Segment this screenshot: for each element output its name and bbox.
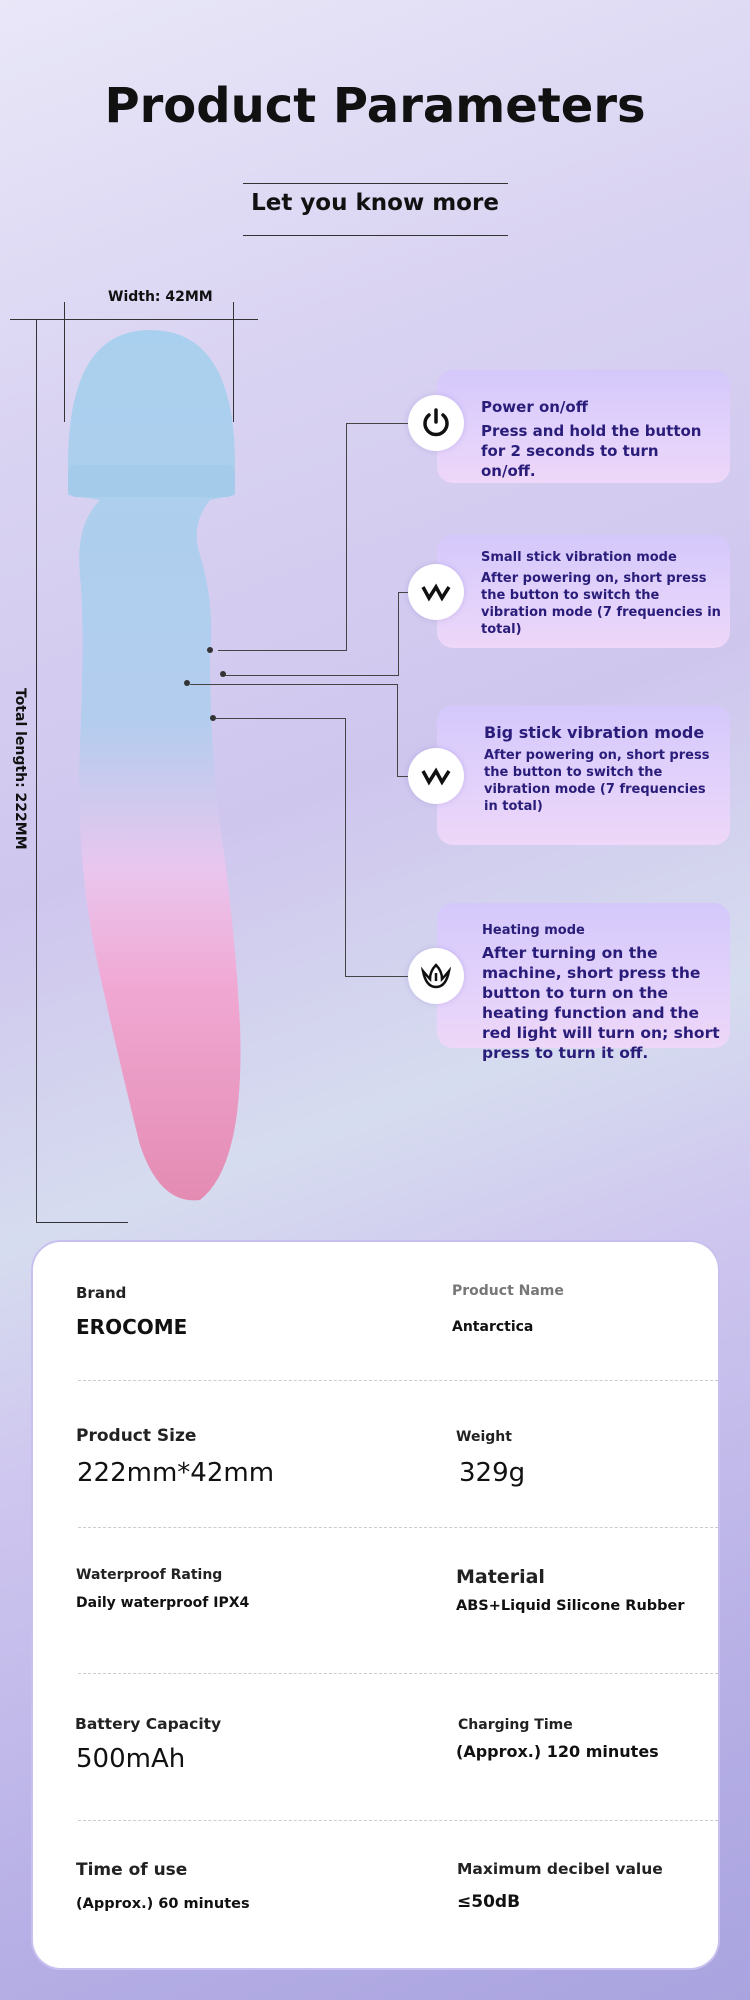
spec-value: ABS+Liquid Silicone Rubber [456, 1598, 685, 1614]
feature-text: Press and hold the button for 2 seconds … [481, 422, 702, 480]
spec-label: Material [456, 1566, 545, 1588]
spec-value: 329g [459, 1458, 526, 1488]
divider [243, 235, 508, 236]
spec-label: Product Name [452, 1283, 564, 1299]
subtitle: Let you know more [251, 190, 499, 216]
feature-title: Small stick vibration mode [481, 550, 677, 565]
width-tick [64, 302, 65, 422]
spec-label: Weight [456, 1429, 512, 1445]
width-dimension-line [10, 319, 258, 320]
feature-text: After powering on, short press the butto… [484, 748, 710, 814]
length-label: Total length: 222MM [12, 688, 28, 850]
spec-label: Maximum decibel value [457, 1860, 663, 1878]
spec-value: Daily waterproof IPX4 [76, 1595, 250, 1611]
heating-icon [408, 948, 464, 1004]
feature-card-big-vibration: Big stick vibration mode After powering … [437, 705, 730, 845]
length-dimension-line [36, 319, 37, 1222]
spec-label: Battery Capacity [75, 1715, 222, 1733]
spec-value: EROCOME [76, 1315, 188, 1339]
spec-label: Brand [76, 1284, 127, 1302]
vibration-icon [408, 564, 464, 620]
page-title: Product Parameters [104, 78, 646, 134]
power-icon [408, 395, 464, 451]
spec-value: (Approx.) 120 minutes [456, 1742, 659, 1761]
width-tick [233, 302, 234, 422]
vibration-icon [408, 748, 464, 804]
feature-title: Heating mode [482, 923, 585, 938]
spec-value: 222mm*42mm [77, 1458, 275, 1488]
spec-value: Antarctica [452, 1319, 534, 1335]
feature-title: Power on/off [481, 398, 588, 416]
spec-label: Time of use [76, 1860, 188, 1880]
spec-value: ≤50dB [457, 1892, 521, 1912]
divider [243, 183, 508, 184]
feature-title: Big stick vibration mode [484, 723, 705, 742]
feature-card-small-vibration: Small stick vibration mode After powerin… [437, 535, 730, 648]
product-image [68, 330, 241, 1201]
feature-text: After turning on the machine, short pres… [482, 944, 720, 1062]
spec-label: Product Size [76, 1426, 197, 1446]
feature-card-heating: Heating mode After turning on the machin… [437, 903, 730, 1062]
width-label: Width: 42MM [108, 289, 213, 305]
spec-value: 500mAh [76, 1744, 186, 1774]
feature-card-power: Power on/off Press and hold the button f… [437, 370, 730, 483]
feature-text: After powering on, short press the butto… [481, 571, 721, 637]
spec-value: (Approx.) 60 minutes [76, 1896, 250, 1912]
spec-label: Waterproof Rating [76, 1567, 223, 1583]
length-tick [36, 1222, 128, 1223]
spec-label: Charging Time [458, 1717, 573, 1733]
spec-table: Brand EROCOME Product Name Antarctica Pr… [33, 1242, 718, 1968]
